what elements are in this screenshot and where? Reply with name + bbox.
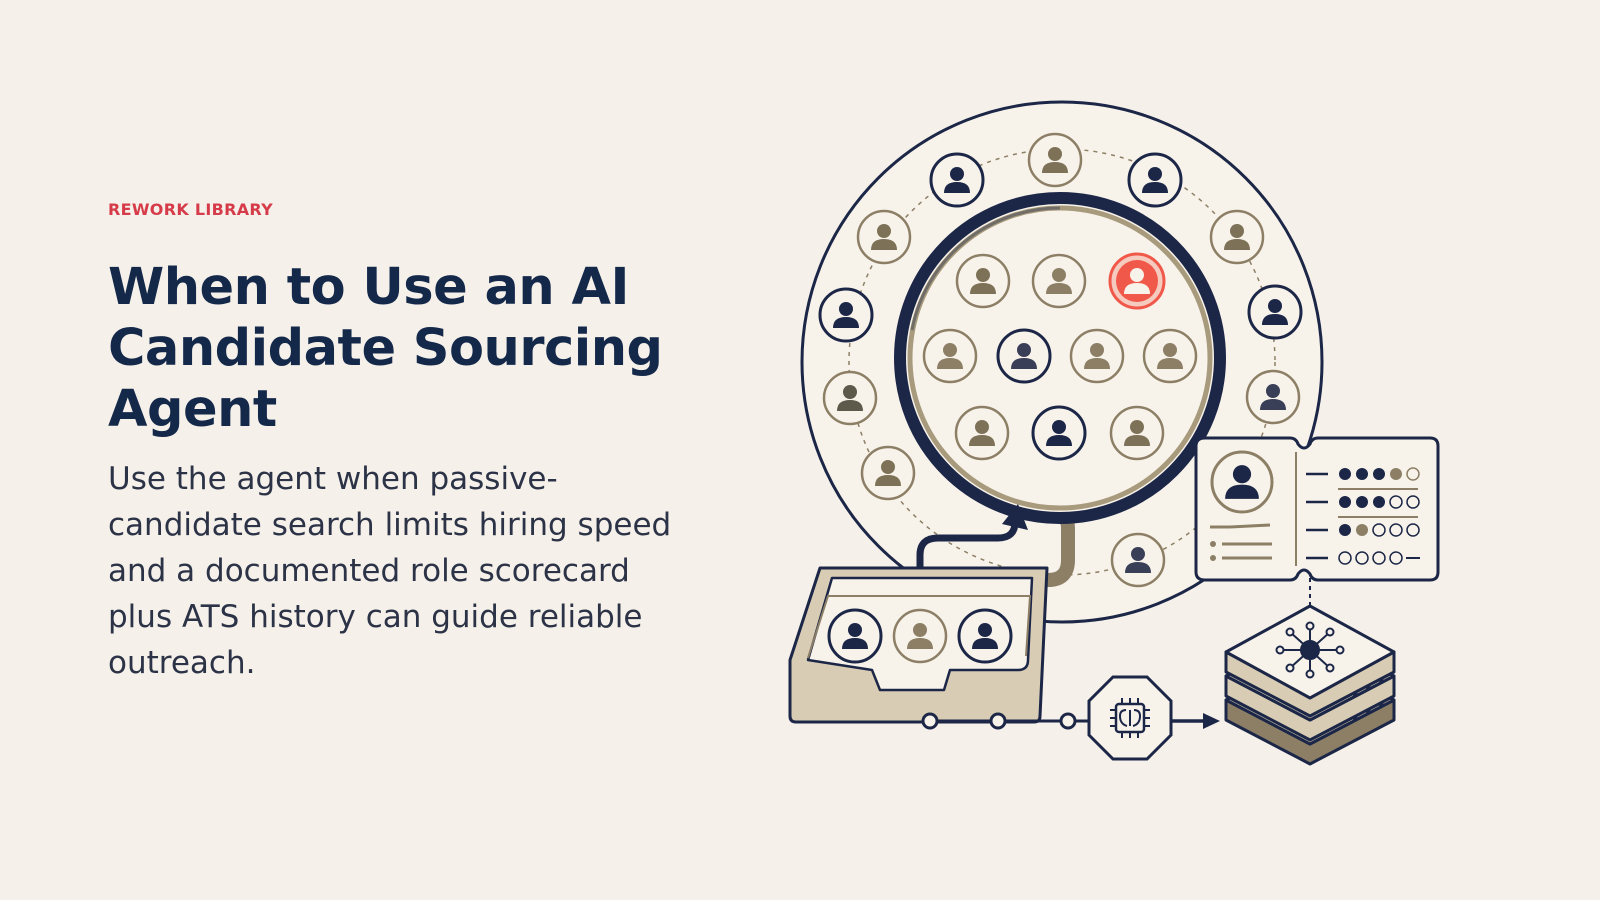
candidate-tray-icon [788, 566, 1049, 724]
person-icon [929, 152, 985, 208]
network-node-icon [1275, 621, 1345, 679]
person-icon [822, 370, 878, 426]
person-icon [957, 608, 1013, 664]
sourcing-illustration [788, 100, 1440, 766]
highlighted-person-icon [1108, 252, 1166, 310]
pipeline-node [1059, 712, 1077, 730]
profile-card-icon [1194, 436, 1440, 582]
database-server-icon [1224, 604, 1396, 766]
person-icon [1209, 209, 1265, 265]
person-icon [1245, 369, 1301, 425]
person-icon [1110, 532, 1166, 588]
person-icon [1031, 253, 1087, 309]
person-icon [856, 209, 912, 265]
skill-rating-rows [1306, 467, 1420, 565]
orbit-candidates [818, 132, 1303, 588]
person-icon [996, 328, 1052, 384]
person-icon [1031, 405, 1087, 461]
arrow-head-icon [1203, 713, 1220, 729]
person-icon [1027, 132, 1083, 188]
person-icon [1210, 450, 1274, 514]
person-icon [860, 445, 916, 501]
person-icon [1109, 405, 1165, 461]
hero-text: REWORK LIBRARY When to Use an AI Candida… [108, 200, 708, 686]
candidate-grid [922, 252, 1198, 461]
pipeline-node [989, 712, 1007, 730]
page-title: When to Use an AI Candidate Sourcing Age… [108, 258, 663, 439]
person-icon [1069, 328, 1125, 384]
person-icon [827, 608, 883, 664]
eyebrow-label: REWORK LIBRARY [108, 200, 274, 219]
person-icon [955, 253, 1011, 309]
page-description: Use the agent when passive-candidate sea… [108, 461, 672, 681]
flow-arrow [916, 518, 1019, 604]
person-icon [818, 287, 874, 343]
person-icon [1127, 152, 1183, 208]
pipeline-node [921, 712, 939, 730]
arrow-head-icon [1002, 504, 1028, 530]
ai-chip-icon [1087, 675, 1173, 761]
person-icon [1247, 284, 1303, 340]
person-icon [892, 608, 948, 664]
person-icon [1142, 328, 1198, 384]
person-icon [922, 328, 978, 384]
person-icon [954, 405, 1010, 461]
